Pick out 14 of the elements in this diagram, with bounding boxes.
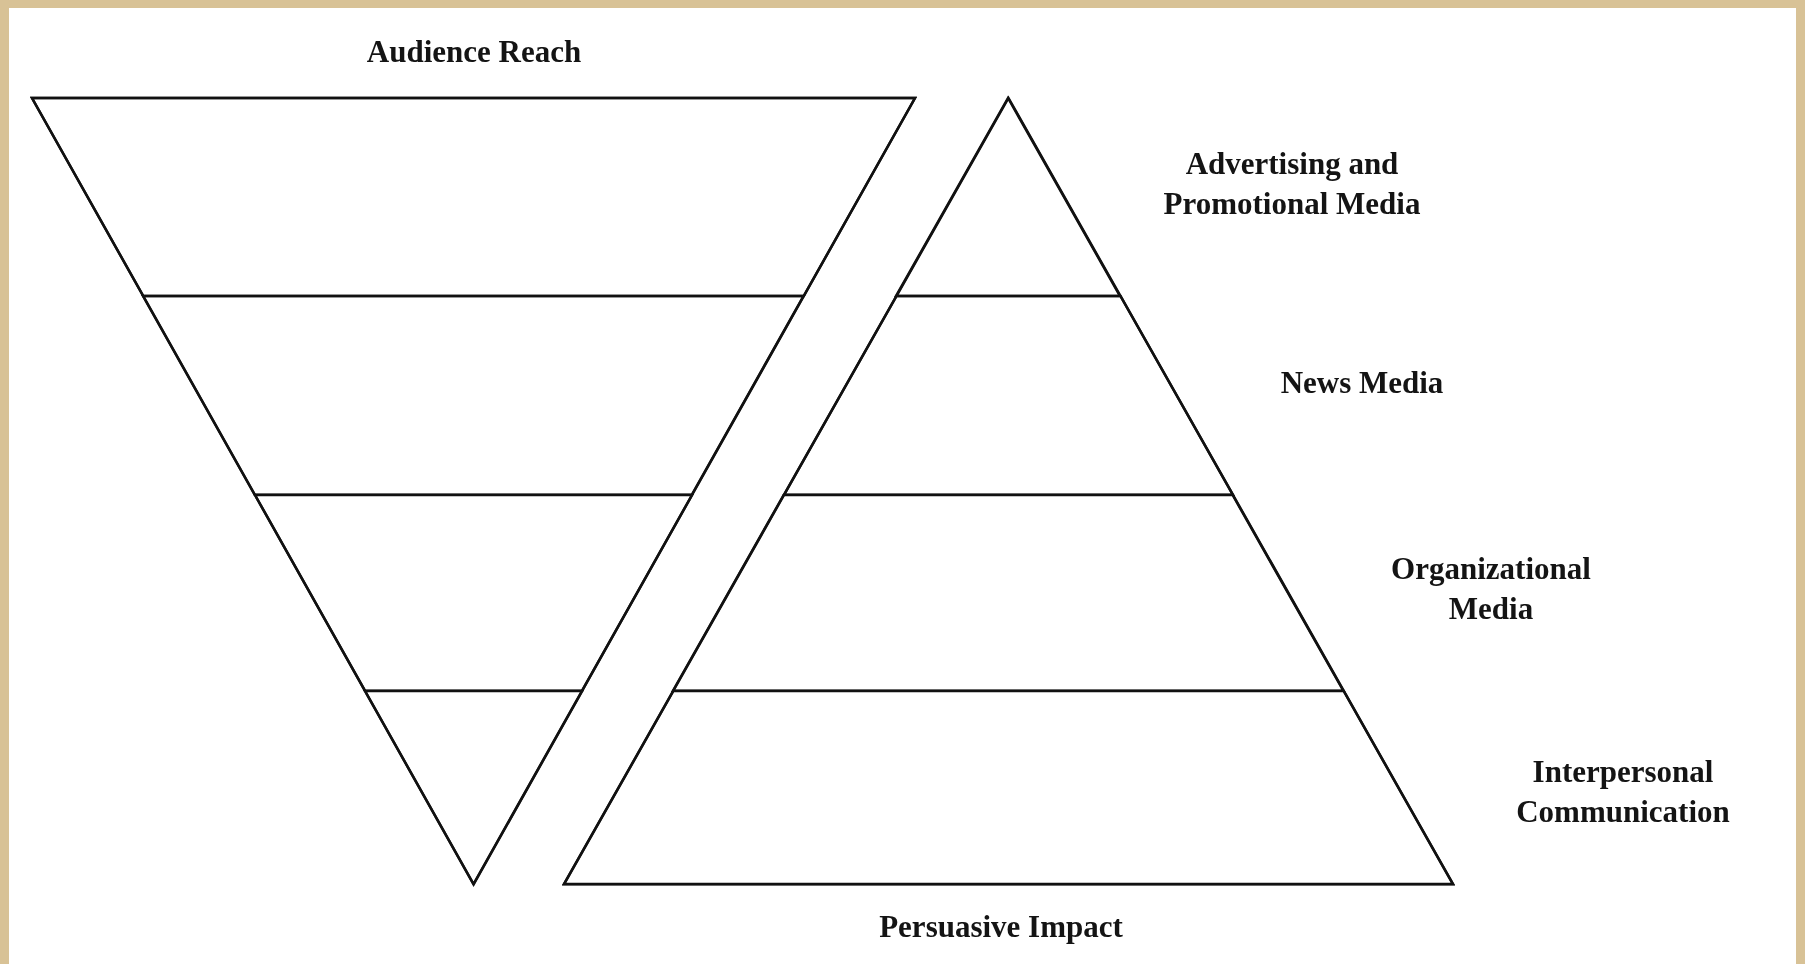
pyramid-layer bbox=[143, 296, 804, 495]
layer-label: News Media bbox=[1279, 363, 1445, 402]
pyramid-layer bbox=[32, 98, 915, 297]
pyramid-layer bbox=[364, 690, 583, 884]
layer-label: Advertising and Promotional Media bbox=[1162, 144, 1422, 223]
pyramid-layer bbox=[784, 296, 1233, 495]
layer-label: Organizational Media bbox=[1390, 549, 1592, 628]
pyramid-layer bbox=[254, 494, 693, 691]
pyramid-layer bbox=[564, 690, 1453, 884]
layer-label: Persuasive Impact bbox=[878, 907, 1124, 946]
layer-label: Audience Reach bbox=[365, 32, 583, 71]
layer-label: Interpersonal Communication bbox=[1515, 752, 1731, 831]
pyramid-layer bbox=[673, 494, 1344, 691]
pyramid-layer bbox=[896, 98, 1121, 297]
